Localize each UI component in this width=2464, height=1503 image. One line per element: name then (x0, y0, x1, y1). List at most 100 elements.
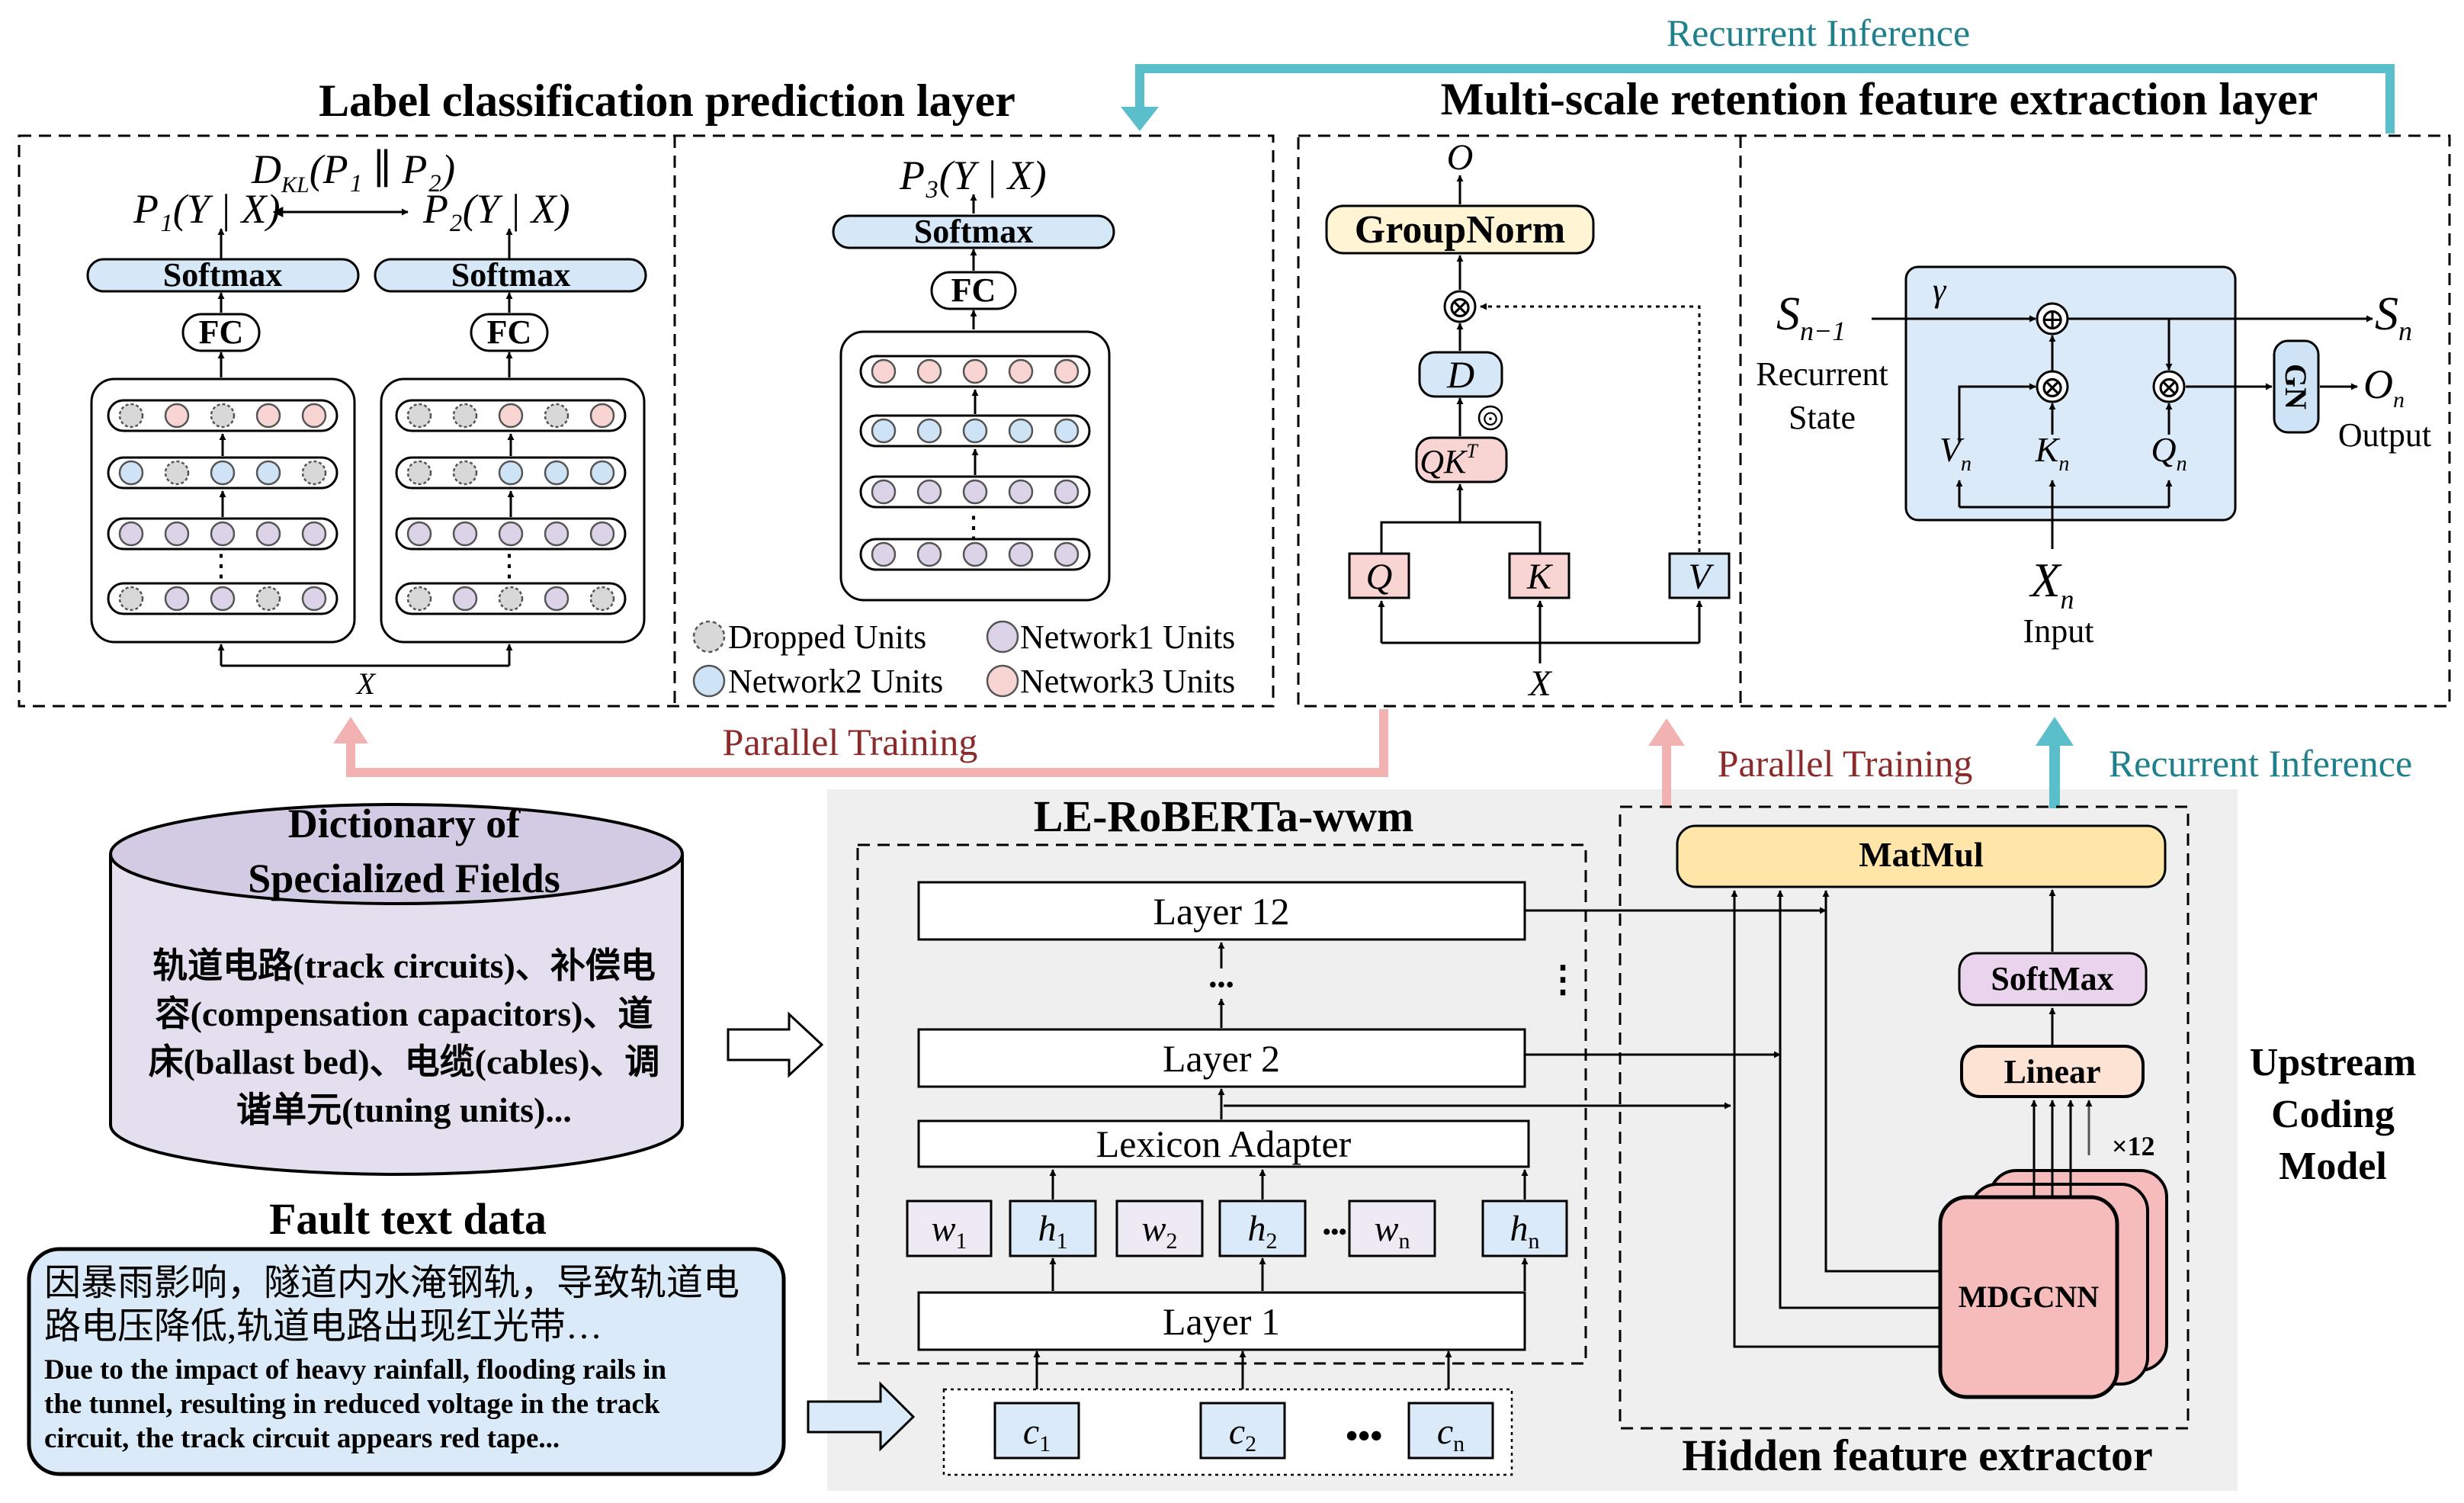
svg-text:床(ballast bed)、电缆(cables)、调: 床(ballast bed)、电缆(cables)、调 (149, 1042, 660, 1081)
svg-text:⊗: ⊗ (1447, 290, 1473, 324)
dictionary-arrow (727, 1011, 824, 1078)
neuron-unit (255, 403, 281, 429)
feature-connections (1224, 890, 1939, 1348)
neuron-unit (871, 418, 897, 444)
p1-output: P₁(Y | X) (133, 186, 281, 232)
svg-text:Layer 2: Layer 2 (1163, 1037, 1280, 1080)
svg-text:因暴雨影响，隧道内水淹钢轨，导致轨道电: 因暴雨影响，隧道内水淹钢轨，导致轨道电 (44, 1263, 740, 1303)
x12-label: ×12 (2112, 1131, 2155, 1161)
neuron-unit (962, 418, 988, 444)
char-label: c1 (1023, 1411, 1051, 1456)
units-legend: Dropped Units Network1 Units Network2 Un… (692, 618, 1235, 700)
network3-stack: Softmax FC ⋮ (832, 194, 1115, 602)
q-n-label: Qn (2151, 430, 2186, 476)
svg-text:MatMul: MatMul (1859, 835, 1984, 874)
neuron-unit (255, 521, 281, 547)
gamma-label: γ (1933, 271, 1947, 309)
neuron-unit (210, 460, 236, 486)
svg-text:⊕: ⊕ (2039, 302, 2065, 336)
neuron-unit (406, 586, 432, 612)
s-prev-label: Sn−1 (1776, 288, 1846, 346)
k-n-label: Kn (2035, 430, 2070, 476)
p2-output: P₂(Y | X) (422, 186, 570, 232)
qkt-label: QKT (1420, 440, 1478, 480)
token-w2 (1115, 1200, 1204, 1257)
neuron-unit (962, 358, 988, 384)
neuron-unit (916, 418, 942, 444)
softmax-extractor-box (1958, 952, 2148, 1007)
linear-box (1960, 1045, 2145, 1098)
neuron-unit (301, 521, 327, 547)
neuron-unit (118, 403, 144, 429)
svg-text:O: O (1447, 137, 1474, 178)
neuron-unit (498, 460, 524, 486)
layer1-box (917, 1291, 1526, 1351)
token-label: wn (1374, 1209, 1410, 1254)
input-label: Input (2023, 612, 2094, 650)
hadamard-symbol: ⊙ (1481, 407, 1499, 431)
fault-title: Fault text data (269, 1194, 547, 1244)
v-n-label: Vn (1939, 430, 1972, 476)
parallel-training-left: Parallel Training (333, 709, 1388, 777)
recurrent-inference-top: Recurrent Inference (1121, 11, 2395, 133)
mdgcnn-stack: MDGCNN ×12 (1938, 1100, 2168, 1399)
fault-text-box (27, 1247, 786, 1476)
char-label: c2 (1229, 1411, 1256, 1456)
neuron-unit (1054, 541, 1080, 567)
svg-text:FC: FC (199, 313, 244, 351)
token-label: w1 (931, 1209, 967, 1254)
label-layer-title: Label classification prediction layer (319, 75, 1015, 126)
mdgcnn-label: MDGCNN (1959, 1280, 2100, 1314)
softmax-box-2 (374, 258, 647, 293)
layer-dots: ••• (1208, 971, 1234, 998)
msr-layer-title: Multi-scale retention feature extraction… (1441, 74, 2318, 124)
neuron-unit (210, 521, 236, 547)
neuron-unit (871, 479, 897, 505)
neuron-unit (544, 586, 569, 612)
neuron-unit (1008, 358, 1034, 384)
token-label: w2 (1141, 1209, 1177, 1254)
svg-text:⊗: ⊗ (2039, 370, 2065, 404)
neuron-unit (498, 403, 524, 429)
token-hn (1481, 1200, 1568, 1257)
svg-text:⋮: ⋮ (494, 548, 525, 583)
token-wn (1348, 1200, 1436, 1257)
neuron-unit (962, 479, 988, 505)
x-n-label: Xn (2028, 553, 2074, 615)
neuron-unit (164, 586, 190, 612)
svg-text:Softmax: Softmax (451, 256, 570, 294)
neuron-unit (255, 586, 281, 612)
neuron-unit (210, 403, 236, 429)
neuron-unit (589, 460, 615, 486)
svg-text:Linear: Linear (2004, 1053, 2100, 1090)
vertical-dots: ⋮ (1545, 959, 1581, 1000)
recurrent-retention: Sn−1 Recurrent State γ ⊕ Sn ⊗ ⊗ Vn Kn Qn… (1756, 265, 2431, 650)
extractor-title: Hidden feature extractor (1682, 1431, 2152, 1480)
char-c2 (1199, 1402, 1286, 1460)
svg-text:⋮: ⋮ (206, 548, 236, 583)
token-h2 (1218, 1200, 1307, 1257)
neuron-unit (301, 586, 327, 612)
x-input-label: X (355, 666, 377, 701)
fault-arrow (807, 1381, 916, 1452)
parallel-retention: O GroupNorm ⊗ D ⊙ QKT Q K V X (1325, 137, 1731, 704)
neuron-unit (301, 460, 327, 486)
neuron-unit (871, 541, 897, 567)
neuron-unit (916, 541, 942, 567)
neuron-unit (498, 586, 524, 612)
svg-text:Layer 12: Layer 12 (1153, 890, 1289, 933)
d-matrix-box (1418, 351, 1503, 398)
char-label: cn (1437, 1411, 1465, 1456)
neuron-unit (406, 403, 432, 429)
k-box (1508, 552, 1570, 599)
recurrent-inference-bottom: Recurrent Inference (2036, 717, 2412, 808)
char-cn (1407, 1402, 1494, 1460)
layer2-box (917, 1028, 1526, 1088)
svg-text:Q: Q (1366, 557, 1393, 597)
s-n-label: Sn (2375, 288, 2412, 346)
lexicon-adapter-box (917, 1119, 1530, 1168)
neuron-unit (544, 460, 569, 486)
svg-text:State: State (1789, 399, 1856, 436)
output-label: Output (2338, 416, 2431, 454)
